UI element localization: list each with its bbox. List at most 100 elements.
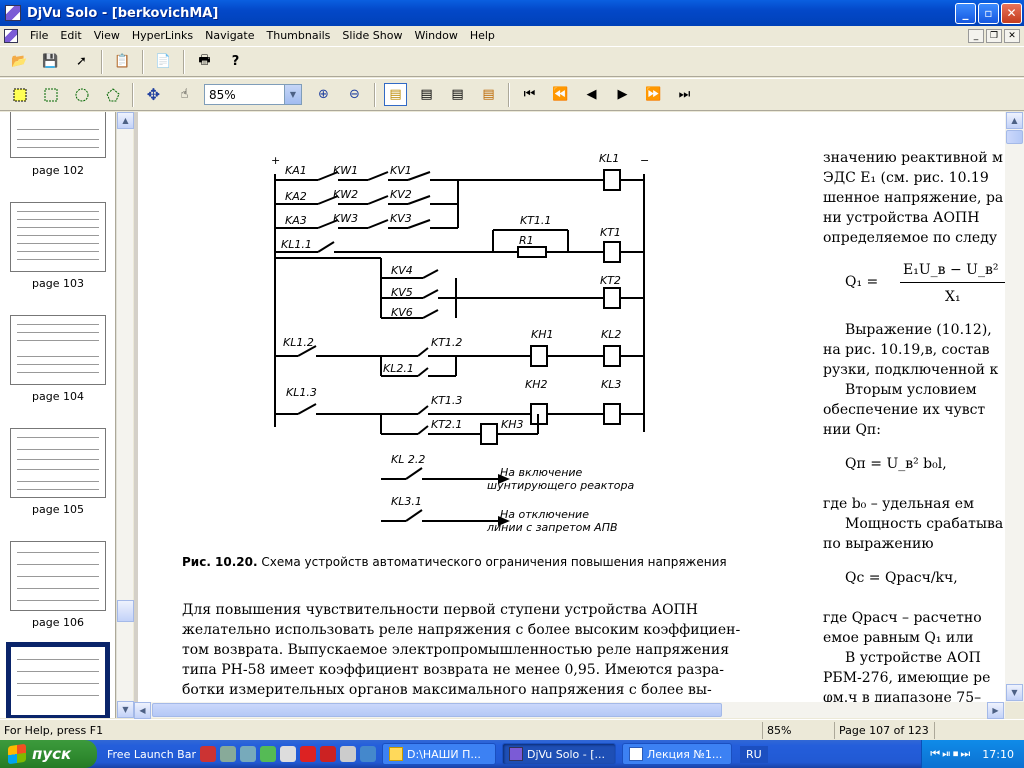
thumbnail-page-102[interactable]	[10, 112, 106, 158]
select-rect2-icon[interactable]	[39, 83, 62, 106]
menu-hyperlinks[interactable]: HyperLinks	[131, 29, 194, 42]
kl3-label: KL3	[601, 378, 621, 391]
menu-thumbnails[interactable]: Thumbnails	[266, 29, 331, 42]
right-line: рузки, подключенной к	[823, 362, 999, 378]
scroll-up-icon[interactable]: ▲	[1006, 112, 1023, 129]
save-icon[interactable]: 💾	[42, 54, 59, 69]
menu-edit[interactable]: Edit	[60, 29, 82, 42]
quicklaunch-icons	[199, 746, 376, 762]
first-page-icon[interactable]: ⏮	[523, 87, 536, 102]
opera-icon[interactable]	[299, 746, 316, 762]
kt2-label: KT2	[600, 274, 621, 287]
menu-file[interactable]: File	[30, 29, 49, 42]
output1-line2: шунтирующего реактора	[487, 479, 634, 492]
view-foreground-icon[interactable]: ▤	[451, 87, 464, 102]
doc-close-icon[interactable]: ✕	[1004, 28, 1020, 43]
thumbnail-page-103[interactable]	[10, 202, 106, 272]
menu-window[interactable]: Window	[414, 29, 458, 42]
kt21-label: KT2.1	[431, 418, 462, 431]
scroll-up-icon[interactable]: ▲	[117, 112, 134, 129]
scroll-left-icon[interactable]: ◀	[134, 702, 151, 719]
thumbnail-page-105[interactable]	[10, 428, 106, 498]
acrobat2-icon[interactable]	[319, 746, 336, 762]
right-line: где b₀ – удельная ем	[823, 496, 974, 512]
kh2-label: KH2	[525, 378, 547, 391]
minimize-button[interactable]: _	[955, 2, 976, 24]
menu-navigate[interactable]: Navigate	[205, 29, 255, 42]
thumbnail-page-104[interactable]	[10, 315, 106, 385]
doc-restore-icon[interactable]: ❐	[986, 28, 1002, 43]
horizontal-scrollbar[interactable]: ◀ ▶	[134, 702, 1005, 719]
doc-minimize-icon[interactable]: _	[968, 28, 984, 43]
status-page: Page 107 of 123	[834, 721, 934, 739]
zoom-out-icon[interactable]: ⊖	[349, 87, 360, 102]
scroll-right-icon[interactable]: ▶	[987, 702, 1004, 719]
chevron-down-icon[interactable]: ▼	[284, 85, 301, 104]
select-ellipse-icon[interactable]	[70, 83, 93, 106]
kw3-label: KW3	[333, 212, 358, 225]
status-help: For Help, press F1	[4, 723, 104, 737]
body-line: ботки измерительных органов максимальног…	[182, 682, 712, 698]
zoom-in-icon[interactable]: ⊕	[318, 87, 329, 102]
thumbnail-scrollbar[interactable]: ▲ ▼	[116, 112, 134, 718]
start-button[interactable]: пуск	[0, 740, 97, 768]
calc-icon[interactable]	[219, 746, 236, 762]
last-page-icon[interactable]: ⏭	[678, 87, 691, 102]
menu-help[interactable]: Help	[469, 29, 495, 42]
pan-icon[interactable]: ✥	[146, 85, 161, 104]
media-controls-icon[interactable]: ⏮⏯⏹⏭	[930, 747, 973, 760]
prev-5-icon[interactable]: ⏪	[552, 87, 569, 102]
formula-q1-lhs: Q₁ =	[845, 274, 879, 290]
app-icon[interactable]	[5, 5, 21, 21]
view-color-icon[interactable]: ▤	[384, 83, 407, 106]
zoom-select[interactable]: 85%▼	[204, 84, 302, 105]
formula-qp: Qп = U_в² b₀l,	[845, 456, 947, 472]
task-word[interactable]: Лекция №1...	[621, 743, 732, 765]
kl1-label: KL1	[599, 152, 619, 165]
quicklaunch-label[interactable]: Free Launch Bar	[107, 747, 196, 761]
scroll-down-icon[interactable]: ▼	[1006, 684, 1023, 701]
language-indicator[interactable]: RU	[739, 745, 768, 763]
thumbnail-panel: page 102 page 103 page 104 page 105 page…	[0, 112, 116, 718]
next-5-icon[interactable]: ⏩	[645, 87, 662, 102]
document-icon[interactable]	[4, 28, 18, 43]
close-button[interactable]: ✕	[1001, 2, 1022, 24]
media-icon[interactable]	[279, 746, 296, 762]
scroll-thumb[interactable]	[117, 600, 134, 622]
explorer-icon[interactable]	[359, 746, 376, 762]
user-icon[interactable]	[339, 746, 356, 762]
network-icon[interactable]	[239, 746, 256, 762]
next-page-icon[interactable]: ▶	[617, 87, 628, 102]
messenger-icon[interactable]	[259, 746, 276, 762]
copy-text-icon[interactable]: 📄	[155, 54, 172, 69]
select-rect-icon[interactable]	[8, 83, 31, 106]
menu-slide-show[interactable]: Slide Show	[342, 29, 403, 42]
select-poly-icon[interactable]	[101, 83, 124, 106]
word-icon	[628, 747, 643, 761]
menu-view[interactable]: View	[93, 29, 120, 42]
export-icon[interactable]: ➚	[76, 54, 87, 69]
vertical-scroll-thumb[interactable]	[1006, 130, 1023, 144]
task-label: Лекция №1...	[646, 747, 723, 761]
thumbnail-page-106[interactable]	[10, 541, 106, 611]
caption-text: Схема устройств автоматического ограниче…	[261, 555, 727, 569]
kt12-label: KT1.2	[431, 336, 462, 349]
view-mask-icon[interactable]: ▤	[420, 87, 433, 102]
vertical-scrollbar[interactable]: ▲ ▼	[1005, 112, 1024, 702]
task-djvu[interactable]: DjVu Solo - [...	[501, 743, 616, 765]
acrobat-icon[interactable]	[199, 746, 216, 762]
view-background-icon[interactable]: ▤	[482, 87, 495, 102]
maximize-button[interactable]: ▫	[978, 2, 999, 24]
task-explorer[interactable]: D:\НАШИ П...	[381, 743, 496, 765]
scroll-down-icon[interactable]: ▼	[117, 701, 134, 718]
output1-line1: На включение	[500, 466, 583, 479]
open-icon[interactable]: 📂	[11, 54, 28, 69]
horizontal-scroll-thumb[interactable]	[152, 703, 722, 717]
paste-icon[interactable]: 📋	[114, 54, 131, 69]
help-icon[interactable]: ?	[231, 54, 240, 69]
thumbnail-page-107[interactable]	[6, 642, 110, 718]
prev-page-icon[interactable]: ◀	[586, 87, 597, 102]
print-icon[interactable]: 🖶	[198, 52, 211, 68]
right-line: нии Qп:	[823, 422, 881, 438]
hand-icon[interactable]: ☝	[180, 87, 189, 102]
